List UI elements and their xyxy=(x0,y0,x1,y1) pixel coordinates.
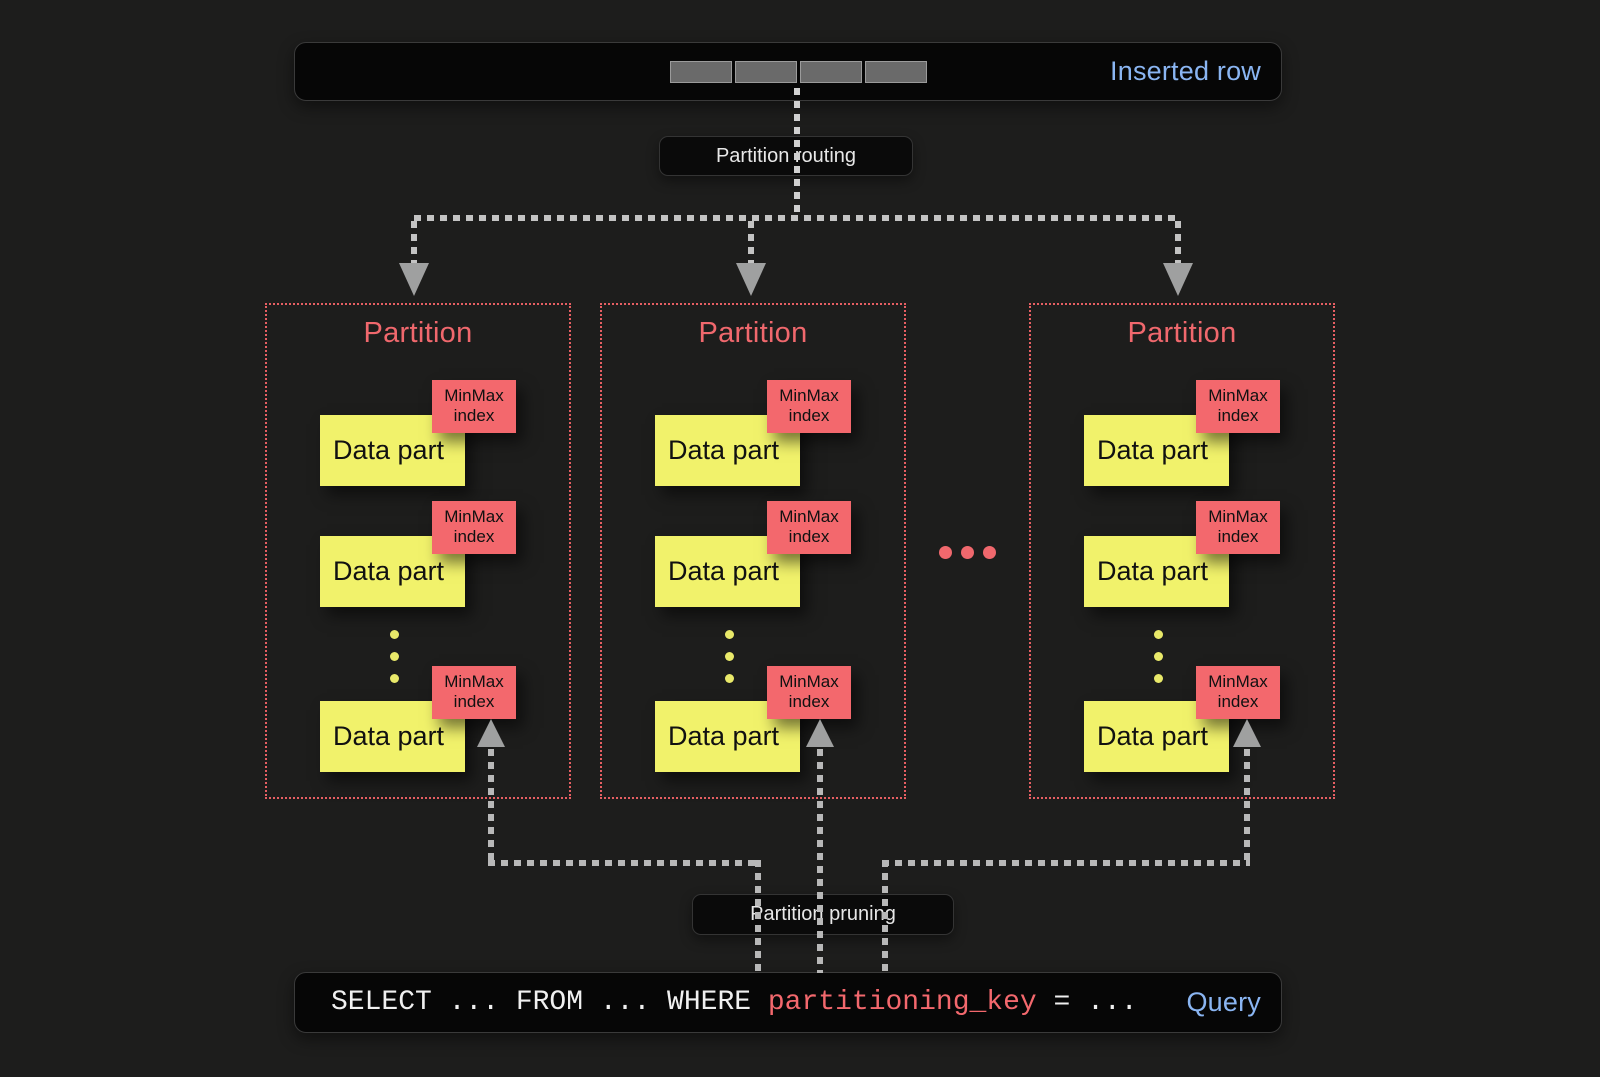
routing-branch-line-3 xyxy=(1175,221,1181,265)
routing-arrowhead-icon-2 xyxy=(736,263,766,296)
minmax-index-tag: MinMax index xyxy=(1196,501,1280,554)
inserted-row-label: Inserted row xyxy=(1110,56,1261,86)
pruning-line-horizontal-right xyxy=(882,860,1250,866)
pruning-arrowhead-icon-2 xyxy=(806,719,834,747)
routing-branch-line-2 xyxy=(748,221,754,265)
pruning-drop-line-right xyxy=(882,860,888,973)
partition-title: Partition xyxy=(1127,317,1237,349)
pruning-line-vertical-2 xyxy=(817,749,823,973)
partition-pruning-label: Partition pruning xyxy=(692,894,954,935)
minmax-index-tag: MinMax index xyxy=(432,501,516,554)
partition-routing-label-text: Partition routing xyxy=(715,144,857,167)
data-parts-ellipsis xyxy=(1154,630,1163,683)
query-panel: SELECT ... FROM ... WHERE partitioning_k… xyxy=(294,972,1282,1033)
inserted-row-cells xyxy=(670,61,927,83)
minmax-index-tag: MinMax index xyxy=(432,666,516,719)
pruning-line-horizontal-left xyxy=(488,860,761,866)
data-parts-ellipsis xyxy=(390,630,399,683)
inserted-row-cell xyxy=(670,61,732,83)
minmax-index-tag: MinMax index xyxy=(1196,666,1280,719)
partition-title: Partition xyxy=(698,317,808,349)
data-parts-ellipsis xyxy=(725,630,734,683)
minmax-index-tag: MinMax index xyxy=(767,501,851,554)
routing-arrowhead-icon-3 xyxy=(1163,263,1193,296)
inserted-row-cell xyxy=(865,61,927,83)
routing-arrowhead-icon-1 xyxy=(399,263,429,296)
minmax-index-tag: MinMax index xyxy=(1196,380,1280,433)
sql-after: = ... xyxy=(1036,987,1138,1018)
query-label: Query xyxy=(1186,987,1261,1017)
minmax-index-tag: MinMax index xyxy=(432,380,516,433)
sql-before: SELECT ... FROM ... WHERE xyxy=(331,987,768,1018)
minmax-index-tag: MinMax index xyxy=(767,666,851,719)
sql-text: SELECT ... FROM ... WHERE partitioning_k… xyxy=(331,973,1138,1032)
pruning-line-vertical-3 xyxy=(1244,749,1250,863)
routing-branch-line-1 xyxy=(411,221,417,265)
routing-line-vertical xyxy=(794,88,800,218)
sql-partitioning-key: partitioning_key xyxy=(767,987,1037,1018)
partition-pruning-label-text: Partition pruning xyxy=(750,903,896,925)
pruning-arrowhead-icon-3 xyxy=(1233,719,1261,747)
pruning-arrowhead-icon-1 xyxy=(477,719,505,747)
routing-line-horizontal xyxy=(414,215,1181,221)
pruning-line-vertical-1 xyxy=(488,749,494,863)
partitions-ellipsis xyxy=(939,546,996,559)
partition-routing-label: Partition routing xyxy=(659,136,913,176)
inserted-row-panel: Inserted row xyxy=(294,42,1282,101)
partition-title: Partition xyxy=(363,317,473,349)
pruning-drop-line-left xyxy=(755,860,761,973)
inserted-row-cell xyxy=(800,61,862,83)
minmax-index-tag: MinMax index xyxy=(767,380,851,433)
inserted-row-cell xyxy=(735,61,797,83)
